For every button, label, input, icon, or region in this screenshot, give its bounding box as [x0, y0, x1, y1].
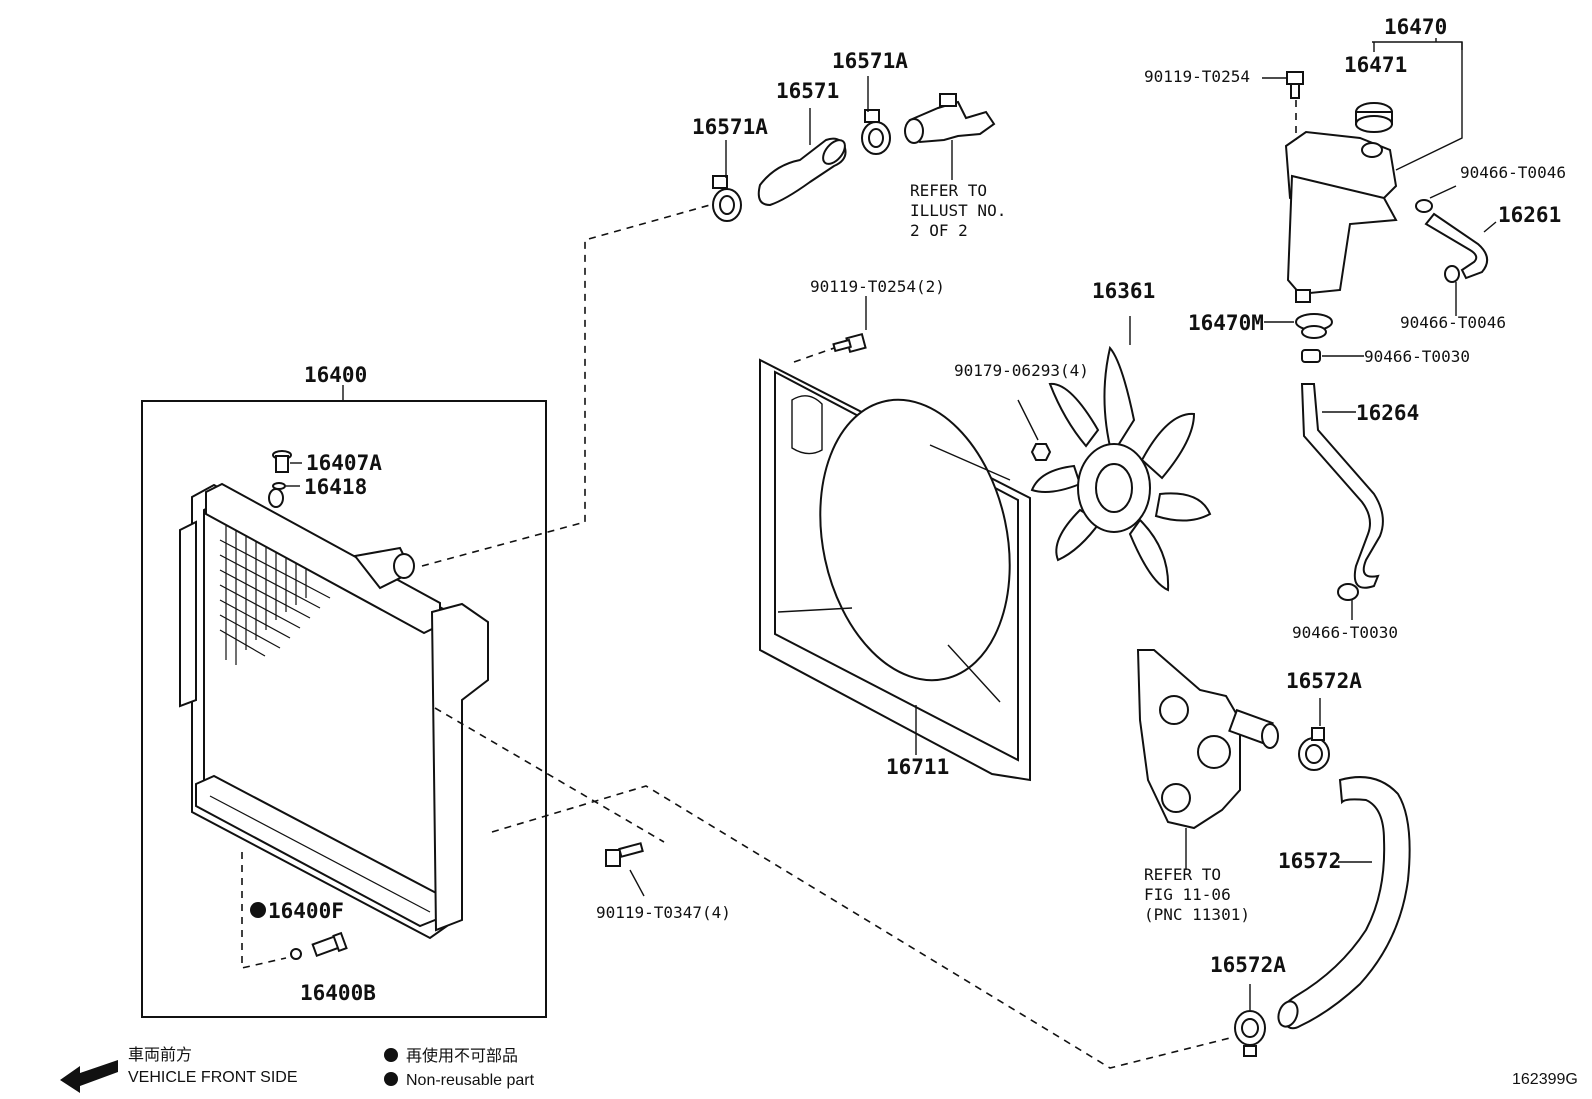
lower-hose[interactable] [1275, 776, 1411, 1030]
bolt[interactable] [832, 332, 867, 354]
part-number-16571: 16571 [776, 79, 839, 103]
part-number-16571A-left: 16571A [692, 115, 768, 139]
part-number-16571A-right: 16571A [832, 49, 908, 73]
refer-note-illust-line1: REFER TO [910, 181, 987, 200]
legend-nonreusable-jp: 再使用不可部品 [406, 1047, 518, 1065]
refer-note-illust-line2: ILLUST NO. [910, 201, 1006, 220]
water-pump[interactable] [1136, 649, 1279, 830]
part-number-16572A-bottom: 16572A [1210, 953, 1286, 977]
vehicle-front-arrow-icon [60, 1060, 118, 1093]
part-number-16261: 16261 [1498, 203, 1561, 227]
bolt[interactable] [1286, 71, 1304, 99]
radiator-group-box [141, 400, 547, 1018]
part-number-16572A-top: 16572A [1286, 669, 1362, 693]
upper-hose[interactable] [757, 136, 849, 207]
diagram-id: 162399G [1512, 1071, 1578, 1088]
legend-nonreusable-en: Non-reusable part [406, 1072, 535, 1089]
refer-note-fig-line1: REFER TO [1144, 865, 1221, 884]
reservoir-cap[interactable] [1355, 102, 1393, 133]
legend-front-jp: 車両前方 [128, 1046, 192, 1064]
part-number-90466-T0046-a: 90466-T0046 [1460, 163, 1566, 182]
radiator-cap[interactable] [272, 450, 292, 490]
part-number-16418: 16418 [304, 475, 367, 499]
part-number-16470M: 16470M [1188, 311, 1264, 335]
part-number-90179-06293-4: 90179-06293(4) [954, 361, 1089, 380]
part-number-90119-T0254: 90119-T0254 [1144, 67, 1250, 86]
legend-dot-icon [384, 1072, 398, 1086]
hose-clamp[interactable] [712, 175, 742, 222]
non-reusable-dot [250, 902, 266, 918]
hose-clamp[interactable] [1234, 1010, 1266, 1057]
grommet[interactable] [1295, 313, 1333, 339]
fan-shroud[interactable] [759, 358, 1035, 782]
part-number-16711: 16711 [886, 755, 949, 779]
water-outlet[interactable] [904, 93, 996, 144]
part-number-16361: 16361 [1092, 279, 1155, 303]
legend-front-en: VEHICLE FRONT SIDE [128, 1069, 298, 1086]
hose-clip[interactable] [1301, 349, 1321, 363]
refer-note-fig-line3: (PNC 11301) [1144, 905, 1250, 924]
part-number-16407A: 16407A [306, 451, 382, 475]
hose-clip[interactable] [1337, 583, 1359, 601]
part-number-16400F: 16400F [268, 899, 344, 923]
reservoir-hose[interactable] [1300, 383, 1384, 589]
legend-dot-icon [384, 1048, 398, 1062]
part-number-90466-T0030-b: 90466-T0030 [1292, 623, 1398, 642]
hose-clip[interactable] [1415, 199, 1460, 283]
refer-note-fig-line2: FIG 11-06 [1144, 885, 1231, 904]
radiator[interactable] [179, 482, 489, 940]
drain-cock[interactable] [290, 931, 348, 960]
refer-note-illust-line3: 2 OF 2 [910, 221, 968, 240]
part-number-90119-T0254-2: 90119-T0254(2) [810, 277, 945, 296]
hose-clamp[interactable] [861, 109, 891, 155]
part-number-16264: 16264 [1356, 401, 1419, 425]
overflow-hose[interactable] [1424, 212, 1489, 280]
cooling-fan[interactable] [1030, 345, 1212, 592]
reservoir-tank[interactable] [1284, 130, 1398, 303]
part-number-90466-T0030-a: 90466-T0030 [1364, 347, 1470, 366]
part-number-16400B: 16400B [300, 981, 376, 1005]
part-number-16572: 16572 [1278, 849, 1341, 873]
nut[interactable] [1030, 443, 1052, 461]
part-number-16400: 16400 [304, 363, 367, 387]
part-number-90466-T0046-b: 90466-T0046 [1400, 313, 1506, 332]
hose-clamp[interactable] [1298, 727, 1330, 771]
part-number-16470: 16470 [1384, 15, 1447, 39]
bolt[interactable] [605, 842, 644, 867]
part-number-90119-T0347-4: 90119-T0347(4) [596, 903, 731, 922]
part-number-16471: 16471 [1344, 53, 1407, 77]
